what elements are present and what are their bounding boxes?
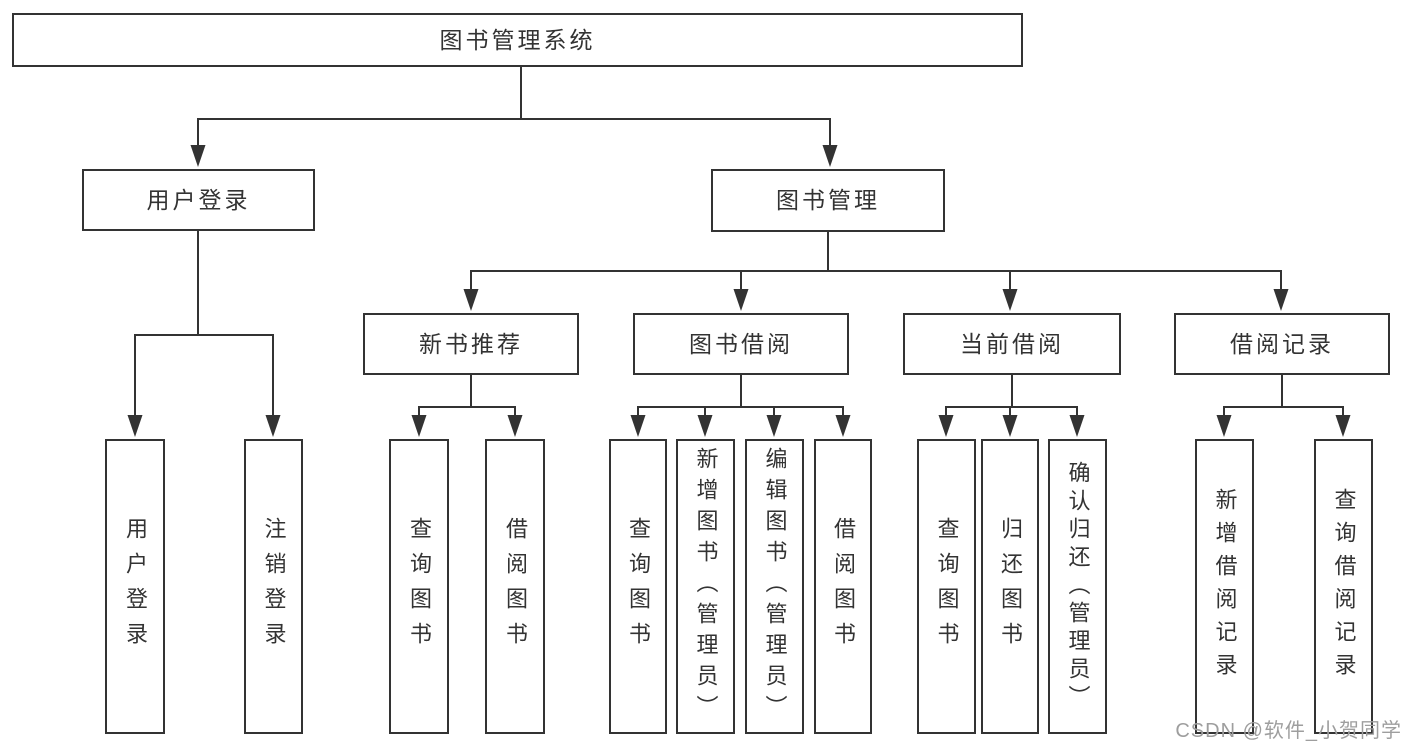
connector-current-borrow-children xyxy=(945,374,1078,420)
arrowhead xyxy=(1216,415,1232,437)
arrowhead xyxy=(1273,289,1289,311)
leaf-add-borrow-record: 新增借阅记录 xyxy=(1195,439,1254,734)
arrowhead xyxy=(766,415,782,437)
arrowhead xyxy=(1002,289,1018,311)
leaf-query-books-recommend: 查询图书 xyxy=(389,439,449,734)
leaf-borrow-books: 借阅图书 xyxy=(814,439,872,734)
leaf-confirm-return-admin: 确认归还（管理员） xyxy=(1048,439,1107,734)
node-book-borrow: 图书借阅 xyxy=(633,313,849,375)
node-book-management: 图书管理 xyxy=(711,169,945,232)
leaf-user-login: 用户登录 xyxy=(105,439,165,734)
arrowhead xyxy=(507,415,523,437)
node-root: 图书管理系统 xyxy=(12,13,1023,67)
arrowhead xyxy=(411,415,427,437)
leaf-query-books-borrow: 查询图书 xyxy=(609,439,667,734)
arrowhead xyxy=(733,289,749,311)
connector-new-book-children xyxy=(418,374,516,420)
arrowhead xyxy=(697,415,713,437)
connector-user-login-children xyxy=(134,230,274,420)
node-borrow-records: 借阅记录 xyxy=(1174,313,1390,375)
arrowhead xyxy=(835,415,851,437)
node-new-book-recommend: 新书推荐 xyxy=(363,313,579,375)
arrowhead xyxy=(190,145,206,167)
arrowhead xyxy=(822,145,838,167)
node-user-login: 用户登录 xyxy=(82,169,315,231)
node-current-borrow: 当前借阅 xyxy=(903,313,1121,375)
leaf-query-borrow-record: 查询借阅记录 xyxy=(1314,439,1373,734)
arrowhead xyxy=(463,289,479,311)
leaf-return-book: 归还图书 xyxy=(981,439,1039,734)
connector-root-to-level2 xyxy=(197,66,831,150)
arrowhead xyxy=(1069,415,1085,437)
arrowhead xyxy=(1335,415,1351,437)
arrowhead xyxy=(1002,415,1018,437)
watermark: CSDN @软件_小贺同学 xyxy=(1175,720,1402,742)
connector-book-borrow-children xyxy=(637,374,844,420)
arrowhead xyxy=(630,415,646,437)
leaf-logout: 注销登录 xyxy=(244,439,303,734)
arrowhead xyxy=(938,415,954,437)
connector-book-management-children xyxy=(470,231,1282,294)
leaf-query-books-current: 查询图书 xyxy=(917,439,976,734)
arrowhead xyxy=(265,415,281,437)
leaf-add-book-admin: 新增图书（管理员） xyxy=(676,439,735,734)
arrowhead xyxy=(127,415,143,437)
leaf-edit-book-admin: 编辑图书（管理员） xyxy=(745,439,804,734)
arrowheads xyxy=(127,145,1351,437)
connector-borrow-records-children xyxy=(1223,374,1344,420)
leaf-borrow-books-recommend: 借阅图书 xyxy=(485,439,545,734)
